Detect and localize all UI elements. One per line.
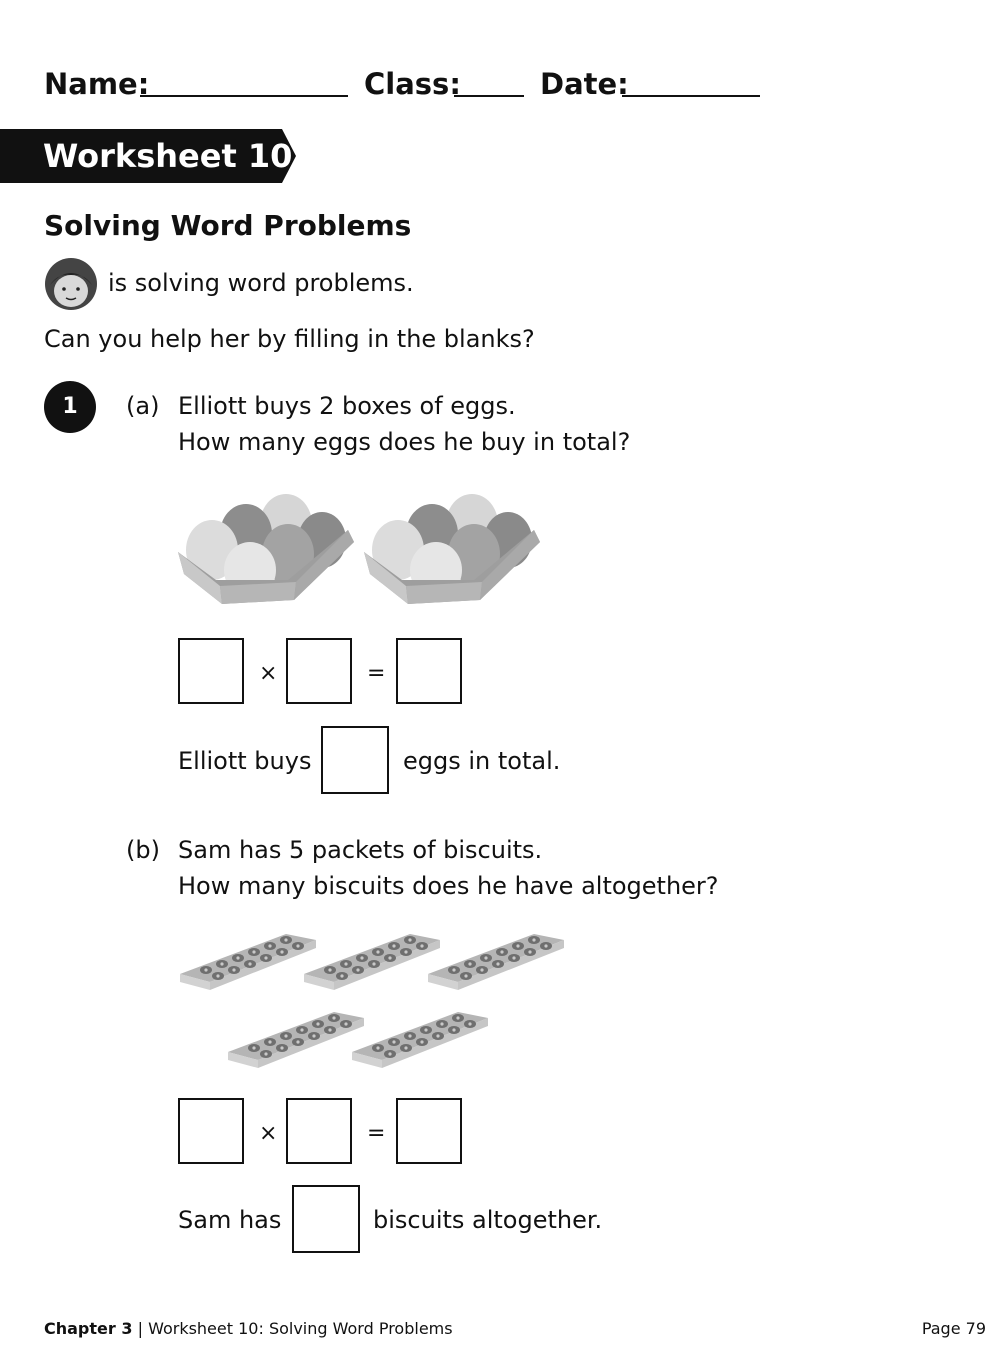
class-label: Class:: [364, 67, 461, 101]
girl-avatar-icon: [44, 257, 98, 311]
egg-box-icon: [362, 482, 542, 612]
part-b-product-box[interactable]: [396, 1098, 462, 1164]
part-a-times-sign: ×: [259, 661, 278, 686]
name-line[interactable]: [140, 95, 348, 97]
part-b-factor-2-box[interactable]: [286, 1098, 352, 1164]
footer-separator: |: [137, 1319, 143, 1338]
date-label: Date:: [540, 67, 629, 101]
part-b-line-2: How many biscuits does he have altogethe…: [178, 872, 719, 900]
part-b-times-sign: ×: [259, 1121, 278, 1146]
part-a-factor-1-box[interactable]: [178, 638, 244, 704]
part-a-product-box[interactable]: [396, 638, 462, 704]
part-a-line-1: Elliott buys 2 boxes of eggs.: [178, 392, 516, 420]
egg-box-icon: [176, 482, 356, 612]
part-b-answer-after: biscuits altogether.: [373, 1206, 603, 1234]
part-a-label: (a): [126, 392, 160, 420]
part-b-line-1: Sam has 5 packets of biscuits.: [178, 836, 543, 864]
biscuit-packet-icon: [302, 930, 442, 996]
part-b-factor-1-box[interactable]: [178, 1098, 244, 1164]
intro-line-2: Can you help her by filling in the blank…: [44, 325, 535, 353]
part-a-factor-2-box[interactable]: [286, 638, 352, 704]
class-line[interactable]: [454, 95, 524, 97]
intro-line-1: is solving word problems.: [108, 269, 414, 297]
biscuit-packet-icon: [178, 930, 318, 996]
part-a-equals-sign: =: [367, 661, 386, 686]
biscuit-packet-icon: [350, 1008, 490, 1074]
section-title: Solving Word Problems: [44, 209, 412, 242]
footer-left: Chapter 3 | Worksheet 10: Solving Word P…: [44, 1318, 453, 1340]
worksheet-title: Worksheet 10: [43, 137, 293, 175]
date-line[interactable]: [622, 95, 760, 97]
part-a-answer-before: Elliott buys: [178, 747, 312, 775]
part-a-line-2: How many eggs does he buy in total?: [178, 428, 631, 456]
footer-page-number: Page 79: [921, 1319, 986, 1338]
part-b-label: (b): [126, 836, 160, 864]
biscuit-packet-icon: [226, 1008, 366, 1074]
part-b-answer-before: Sam has: [178, 1206, 282, 1234]
part-b-equals-sign: =: [367, 1121, 386, 1146]
footer-worksheet: Worksheet 10: Solving Word Problems: [148, 1319, 453, 1338]
biscuit-packet-icon: [426, 930, 566, 996]
question-number-badge: 1: [44, 381, 96, 433]
name-label: Name:: [44, 67, 150, 101]
footer-chapter: Chapter 3: [44, 1319, 133, 1338]
worksheet-banner: Worksheet 10: [0, 129, 296, 183]
part-b-answer-box[interactable]: [292, 1185, 360, 1253]
part-a-answer-after: eggs in total.: [403, 747, 561, 775]
part-a-answer-box[interactable]: [321, 726, 389, 794]
